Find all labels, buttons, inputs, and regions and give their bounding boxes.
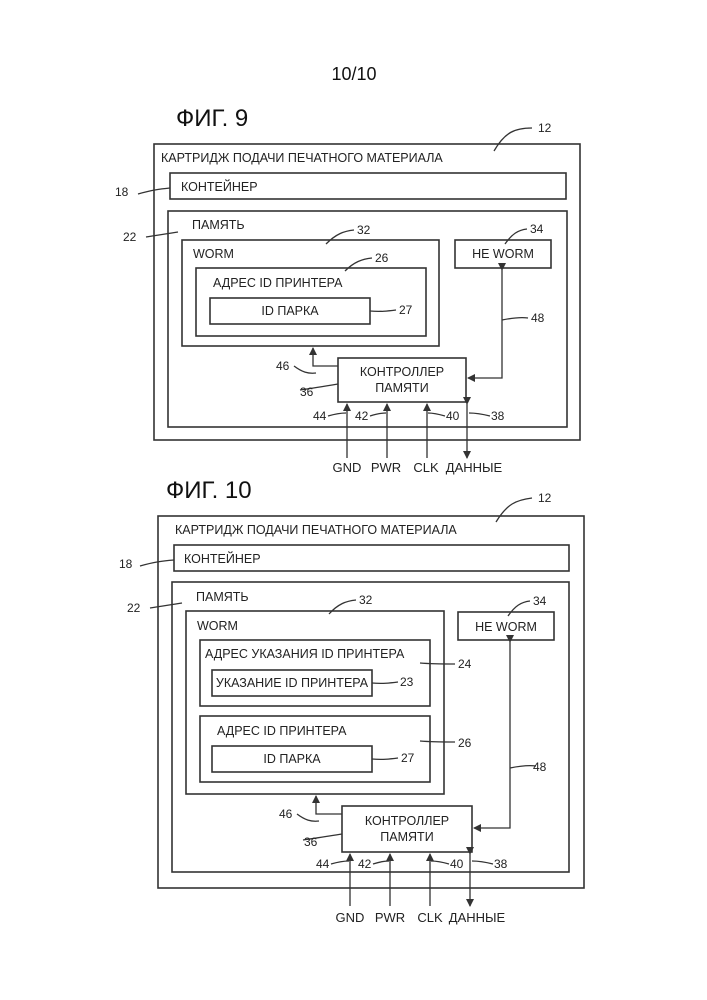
fig9-leader-27 [370,310,396,311]
fig9-title: ФИГ. 9 [176,105,248,132]
fig9-signal-gnd: GND [333,460,362,475]
fig9-signal-data: ДАННЫЕ [446,460,503,475]
fig9-address-label: АДРЕС ID ПРИНТЕРА [213,276,343,290]
fig9-ref-18: 18 [115,185,129,199]
fig9-leader-38 [469,413,490,416]
fig10-ref-46: 46 [279,807,293,821]
fig9-ref-22: 22 [123,230,137,244]
fig9-signal-clk: CLK [413,460,439,475]
fig10-ref-34: 34 [533,594,547,608]
fig9-ref-32: 32 [357,223,371,237]
fig10-ref-32: 32 [359,593,373,607]
figure-9: ФИГ. 9 КАРТРИДЖ ПОДАЧИ ПЕЧАТНОГО МАТЕРИА… [115,105,580,475]
fig10-leader-27 [372,758,398,759]
fig10-leader-46 [297,814,319,821]
fig9-signal-pwr: PWR [371,460,401,475]
fig10-controller-line1: КОНТРОЛЛЕР [365,814,449,828]
fig9-ref-42: 42 [355,409,369,423]
fig9-leader-44 [328,413,346,416]
fig9-bus-48 [468,270,502,378]
fig10-signal-data: ДАННЫЕ [449,910,506,925]
fig10-signal-clk: CLK [417,910,443,925]
fig10-ref-22: 22 [127,601,141,615]
fig10-container-label: КОНТЕЙНЕР [184,551,261,566]
fig10-worm-label: WORM [197,619,238,633]
fig10-ref-40: 40 [450,857,464,871]
fig10-leader-12 [496,498,532,522]
fig10-ref-23: 23 [400,675,414,689]
fig10-leader-32 [329,600,356,614]
fig9-leader-22 [146,232,178,237]
fig10-signal-pwr: PWR [375,910,405,925]
fig10-ref-48: 48 [533,760,547,774]
fig9-leader-32 [326,230,354,244]
fig9-leader-34 [505,229,527,244]
fig9-ref-27: 27 [399,303,413,317]
fig9-memory-label: ПАМЯТЬ [192,218,245,232]
fig9-ref-40: 40 [446,409,460,423]
fig10-title: ФИГ. 10 [166,477,252,504]
fig9-controller-line1: КОНТРОЛЛЕР [360,365,444,379]
fig10-ref-44: 44 [316,857,330,871]
fig10-address-label: АДРЕС ID ПРИНТЕРА [217,724,347,738]
fig10-leader-23 [372,682,398,683]
fig9-leader-26 [345,258,372,271]
fig10-memory-label: ПАМЯТЬ [196,590,249,604]
fig10-leader-22 [150,603,182,608]
fig9-ref-34: 34 [530,222,544,236]
fig10-ref-24: 24 [458,657,472,671]
fig10-worm-box [186,611,444,794]
fig10-indication-address-label: АДРЕС УКАЗАНИЯ ID ПРИНТЕРА [205,647,405,661]
fig9-non-worm-label: НЕ WORM [472,247,534,261]
fig9-leader-48 [502,318,528,320]
fig10-leader-44 [331,861,349,864]
fig10-bus-46 [316,796,342,814]
fig9-leader-12 [494,128,532,151]
fig9-ref-12: 12 [538,121,552,135]
fig10-fleet-id-label: ID ПАРКА [263,752,321,766]
fig9-ref-26: 26 [375,251,389,265]
fig10-ref-12: 12 [538,491,552,505]
fig10-leader-42 [373,861,389,864]
figure-10: ФИГ. 10 КАРТРИДЖ ПОДАЧИ ПЕЧАТНОГО МАТЕРИ… [119,477,584,925]
fig9-ref-38: 38 [491,409,505,423]
fig10-non-worm-label: НЕ WORM [475,620,537,634]
fig10-ref-18: 18 [119,557,133,571]
fig10-leader-38 [472,861,493,864]
fig10-ref-27: 27 [401,751,415,765]
fig9-worm-label: WORM [193,247,234,261]
fig10-bus-48 [474,642,510,828]
fig10-ref-42: 42 [358,857,372,871]
fig10-controller-line2: ПАМЯТИ [380,830,433,844]
fig10-ref-26: 26 [458,736,472,750]
fig10-ref-36: 36 [304,835,318,849]
fig9-leader-40 [428,413,445,416]
fig9-ref-44: 44 [313,409,327,423]
fig9-cartridge-label: КАРТРИДЖ ПОДАЧИ ПЕЧАТНОГО МАТЕРИАЛА [161,151,443,165]
fig10-leader-24 [420,663,455,664]
fig9-leader-42 [370,413,386,416]
page-number: 10/10 [331,64,376,84]
fig9-container-label: КОНТЕЙНЕР [181,179,258,194]
fig9-fleet-id-label: ID ПАРКА [261,304,319,318]
fig10-indication-label: УКАЗАНИЕ ID ПРИНТЕРА [216,676,369,690]
fig10-ref-38: 38 [494,857,508,871]
fig9-controller-line2: ПАМЯТИ [375,381,428,395]
fig9-ref-48: 48 [531,311,545,325]
fig10-leader-18 [140,560,174,566]
fig9-bus-46 [313,348,338,366]
fig10-leader-40 [431,861,449,864]
fig10-controller-box [342,806,472,852]
fig10-leader-26 [420,741,455,742]
fig9-ref-36: 36 [300,385,314,399]
fig9-leader-46 [294,366,316,373]
fig9-ref-46: 46 [276,359,290,373]
fig10-cartridge-label: КАРТРИДЖ ПОДАЧИ ПЕЧАТНОГО МАТЕРИАЛА [175,523,457,537]
fig10-leader-34 [508,601,530,616]
fig10-signal-gnd: GND [336,910,365,925]
